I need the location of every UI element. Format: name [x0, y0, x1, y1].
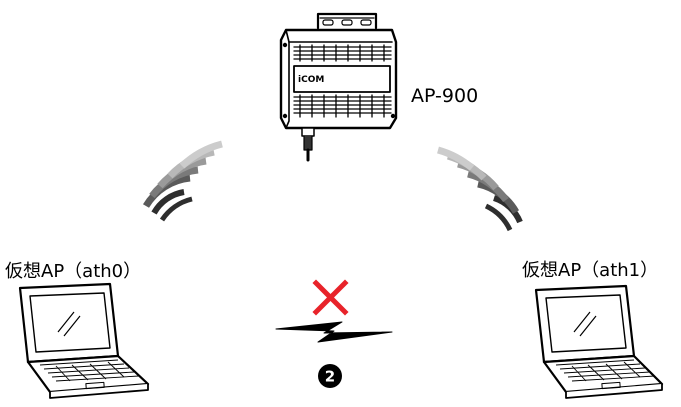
ap-model-label: AP-900 — [411, 85, 478, 107]
wireless-waves-left — [142, 140, 223, 222]
laptop-right — [534, 284, 664, 399]
laptop-left-screen — [29, 292, 111, 353]
cross-icon — [312, 279, 349, 316]
lightning-icon — [275, 321, 393, 343]
antenna-connector — [301, 127, 315, 162]
cooling-fins-top — [293, 44, 392, 62]
right-client-label: 仮想AP（ath1） — [522, 260, 658, 281]
step-number: 2 — [325, 368, 335, 386]
laptop-right-keyboard — [555, 359, 656, 382]
access-point-device — [279, 12, 398, 162]
laptop-left — [18, 282, 150, 399]
mounting-bracket — [316, 12, 378, 30]
brand-logo: iCOM — [298, 75, 324, 85]
laptop-right-screen — [545, 294, 627, 353]
left-client-label: 仮想AP（ath0） — [5, 261, 141, 282]
step-number-badge: 2 — [318, 364, 342, 388]
label-plate — [293, 65, 391, 93]
cooling-fins-bottom — [293, 94, 392, 118]
wireless-waves-right — [436, 146, 523, 232]
laptop-left-keyboard — [39, 359, 140, 382]
